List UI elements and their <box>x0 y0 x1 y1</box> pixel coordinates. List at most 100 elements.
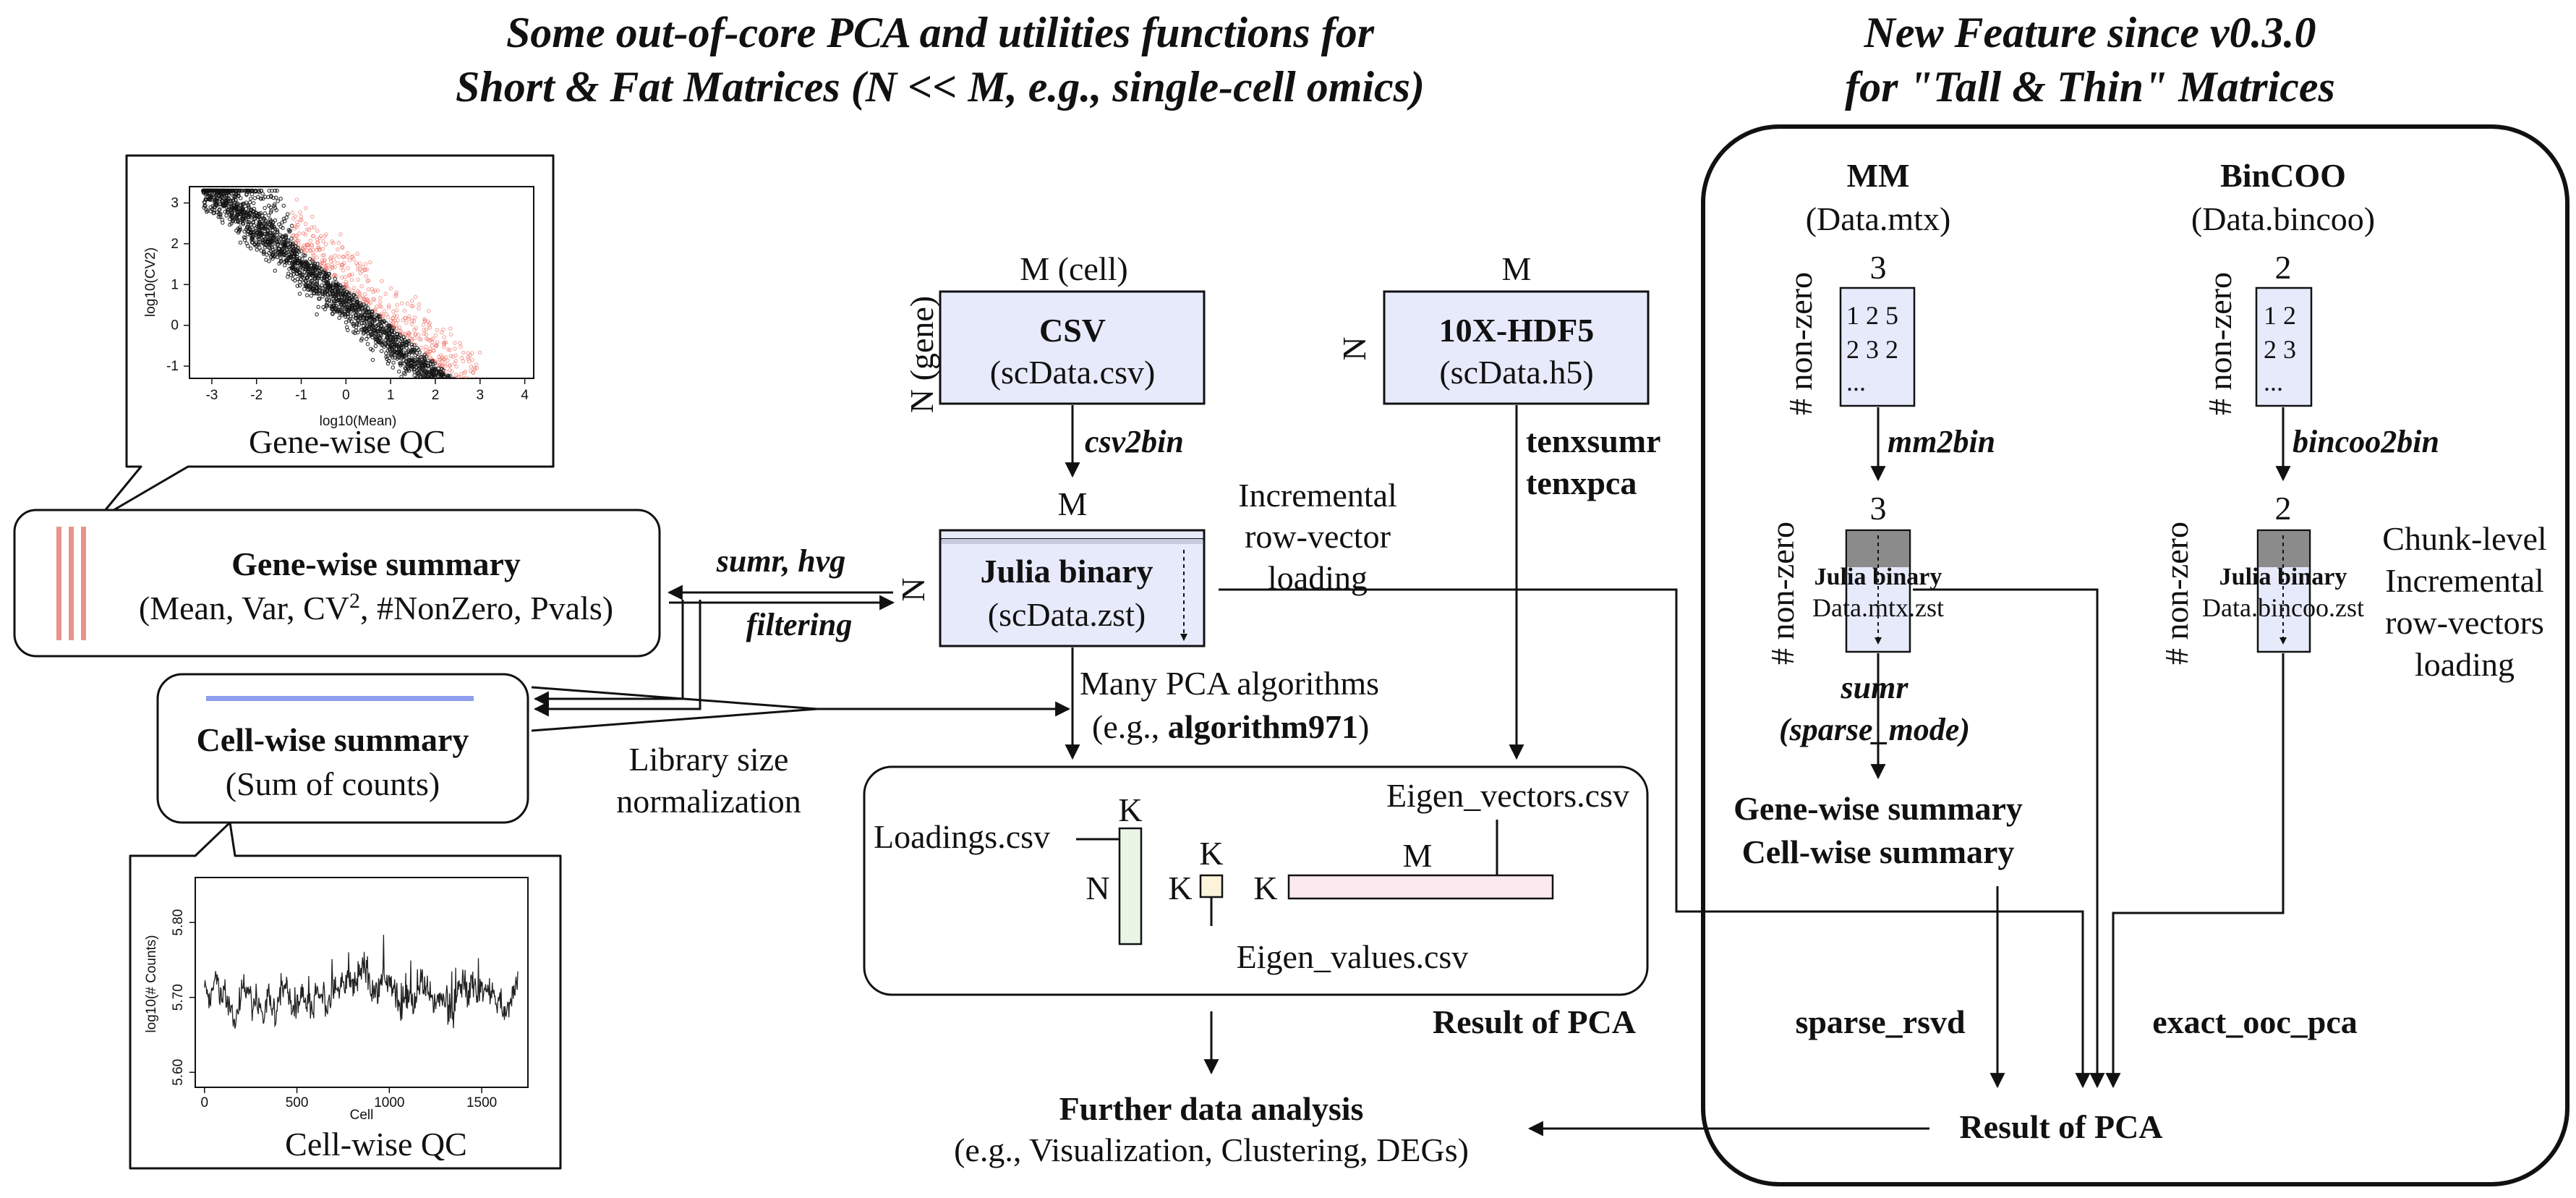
svg-text:0: 0 <box>171 318 179 334</box>
mm-row3: ... <box>1846 368 1866 396</box>
svg-text:5.60: 5.60 <box>171 1059 186 1086</box>
mm-cols: 3 <box>1870 249 1887 286</box>
mm-bin-cols: 3 <box>1870 490 1887 527</box>
csv-title: CSV <box>1039 312 1106 349</box>
bincoo-bin-cols: 2 <box>2275 490 2292 527</box>
incremental-line1: Incremental <box>1238 477 1397 514</box>
svg-text:-1: -1 <box>166 359 179 374</box>
further-analysis-detail: (e.g., Visualization, Clustering, DEGs) <box>954 1131 1469 1168</box>
mm-bin-nonzero-label: # non-zero <box>1764 522 1801 665</box>
bincoo-row2: 2 3 <box>2264 335 2296 364</box>
cell-summary-box: Cell-wise summary (Sum of counts) <box>156 673 529 824</box>
bincoo-bin-nonzero-label: # non-zero <box>2158 522 2195 665</box>
julia-binary-box: M N Julia binary (scData.zst) <box>895 485 1206 647</box>
pca-result-caption: Result of PCA <box>1433 1003 1636 1040</box>
pca-result-box: Loadings.csv K N K K K M Eigen_vectors.c… <box>863 765 1649 1040</box>
bincoo-file: (Data.bincoo) <box>2191 200 2375 237</box>
library-size-label: Library size <box>629 741 789 778</box>
sumr-label: sumr <box>1841 670 1909 705</box>
incremental-line2: row-vector <box>1245 518 1391 555</box>
sparse-rsvd-label: sparse_rsvd <box>1795 1003 1966 1040</box>
sparse-mode-label: (sparse_mode) <box>1779 712 1970 747</box>
hdf5-side-label: N <box>1336 336 1373 360</box>
eigenvectors-matrix <box>1287 874 1554 900</box>
bincoo-row1: 1 2 <box>2264 301 2296 330</box>
csv-side-label: N (gene) <box>903 296 940 413</box>
further-analysis-title: Further data analysis <box>1059 1090 1364 1127</box>
gene-qc-scatter <box>200 188 482 378</box>
svg-text:1: 1 <box>171 277 179 292</box>
tall-cell-summary: Cell-wise summary <box>1742 833 2015 870</box>
chunk-line2: Incremental <box>2385 562 2544 599</box>
hdf5-top-label: M <box>1502 250 1532 287</box>
csv-input-box: M (cell) N (gene) CSV (scData.csv) <box>903 250 1206 413</box>
right-title-line2: for "Tall & Thin" Matrices <box>1845 63 2335 111</box>
cell-qc-xlabel: Cell <box>350 1108 374 1123</box>
mm2bin-label: mm2bin <box>1888 424 1995 459</box>
svg-text:5.80: 5.80 <box>171 909 186 936</box>
hdf5-input-box: M N 10X-HDF5 (scData.h5) <box>1336 250 1650 405</box>
julia-side-label: N <box>895 577 931 601</box>
chunk-line4: loading <box>2415 646 2515 683</box>
svg-text:1000: 1000 <box>374 1095 404 1110</box>
svg-text:-3: -3 <box>205 388 218 403</box>
svg-text:500: 500 <box>286 1095 309 1110</box>
eigvec-k: K <box>1253 870 1277 906</box>
gene-bar-1 <box>56 527 61 640</box>
gene-summary-detail: (Mean, Var, CV2, #NonZero, Pvals) <box>139 589 613 626</box>
gene-summary-title: Gene-wise summary <box>231 545 521 582</box>
cell-summary-detail: (Sum of counts) <box>226 765 440 802</box>
eigval-k-left: K <box>1168 870 1192 906</box>
tenxsumr-label: tenxsumr <box>1526 422 1661 459</box>
svg-text:4: 4 <box>521 388 529 403</box>
gene-bar-2 <box>69 527 74 640</box>
svg-text:3: 3 <box>477 388 485 403</box>
svg-text:0: 0 <box>342 388 350 403</box>
csv-file: (scData.csv) <box>990 354 1156 391</box>
svg-text:1: 1 <box>387 388 395 403</box>
bincoo2bin-label: bincoo2bin <box>2293 424 2439 459</box>
mm-row1: 1 2 5 <box>1846 301 1898 330</box>
csv2bin-label: csv2bin <box>1085 424 1184 459</box>
mm-bin-title: Julia binary <box>1814 564 1942 590</box>
bincoo-nonzero-label: # non-zero <box>2201 272 2238 415</box>
chunk-line3: row-vectors <box>2385 604 2544 641</box>
svg-text:5.70: 5.70 <box>171 984 186 1011</box>
loadings-matrix <box>1118 827 1143 946</box>
loadings-n: N <box>1086 870 1109 906</box>
gene-qc-ylabel: log10(CV2) <box>143 247 158 317</box>
tall-result-label: Result of PCA <box>1959 1108 2162 1145</box>
bincoo-row3: ... <box>2264 368 2283 396</box>
loadings-label: Loadings.csv <box>874 818 1050 855</box>
svg-text:2: 2 <box>171 237 179 252</box>
chunk-line1: Chunk-level <box>2382 520 2546 557</box>
bincoo-cols: 2 <box>2275 249 2292 286</box>
gene-summary-box: Gene-wise summary (Mean, Var, CV2, #NonZ… <box>13 509 661 658</box>
cell-bar <box>206 696 474 701</box>
eigvec-m: M <box>1403 837 1433 874</box>
svg-text:0: 0 <box>200 1095 208 1110</box>
svg-text:2: 2 <box>432 388 440 403</box>
bincoo-bin-file: Data.bincoo.zst <box>2202 593 2364 622</box>
many-pca-label: Many PCA algorithms <box>1080 665 1379 702</box>
svg-text:1500: 1500 <box>466 1095 497 1110</box>
sumr-hvg-label: sumr, hvg <box>716 543 846 579</box>
left-connectors <box>531 585 1071 732</box>
cell-qc-axes: 0 500 1000 1500 5.80 5.70 5.60 <box>171 909 497 1110</box>
mm-file: (Data.mtx) <box>1806 200 1951 237</box>
julia-title: Julia binary <box>980 553 1153 590</box>
right-title-line1: New Feature since v0.3.0 <box>1864 9 2316 56</box>
mm-row2: 2 3 2 <box>1846 335 1898 364</box>
tall-gene-summary: Gene-wise summary <box>1733 790 2023 827</box>
eigval-k-top: K <box>1199 835 1223 872</box>
svg-text:3: 3 <box>171 196 179 211</box>
cell-qc-trace <box>204 935 519 1029</box>
gene-qc-caption: Gene-wise QC <box>249 423 445 460</box>
left-title-line2: Short & Fat Matrices (N << M, e.g., sing… <box>456 63 1425 111</box>
gene-qc-xlabel: log10(Mean) <box>320 414 397 429</box>
eigenvectors-label: Eigen_vectors.csv <box>1386 777 1629 814</box>
